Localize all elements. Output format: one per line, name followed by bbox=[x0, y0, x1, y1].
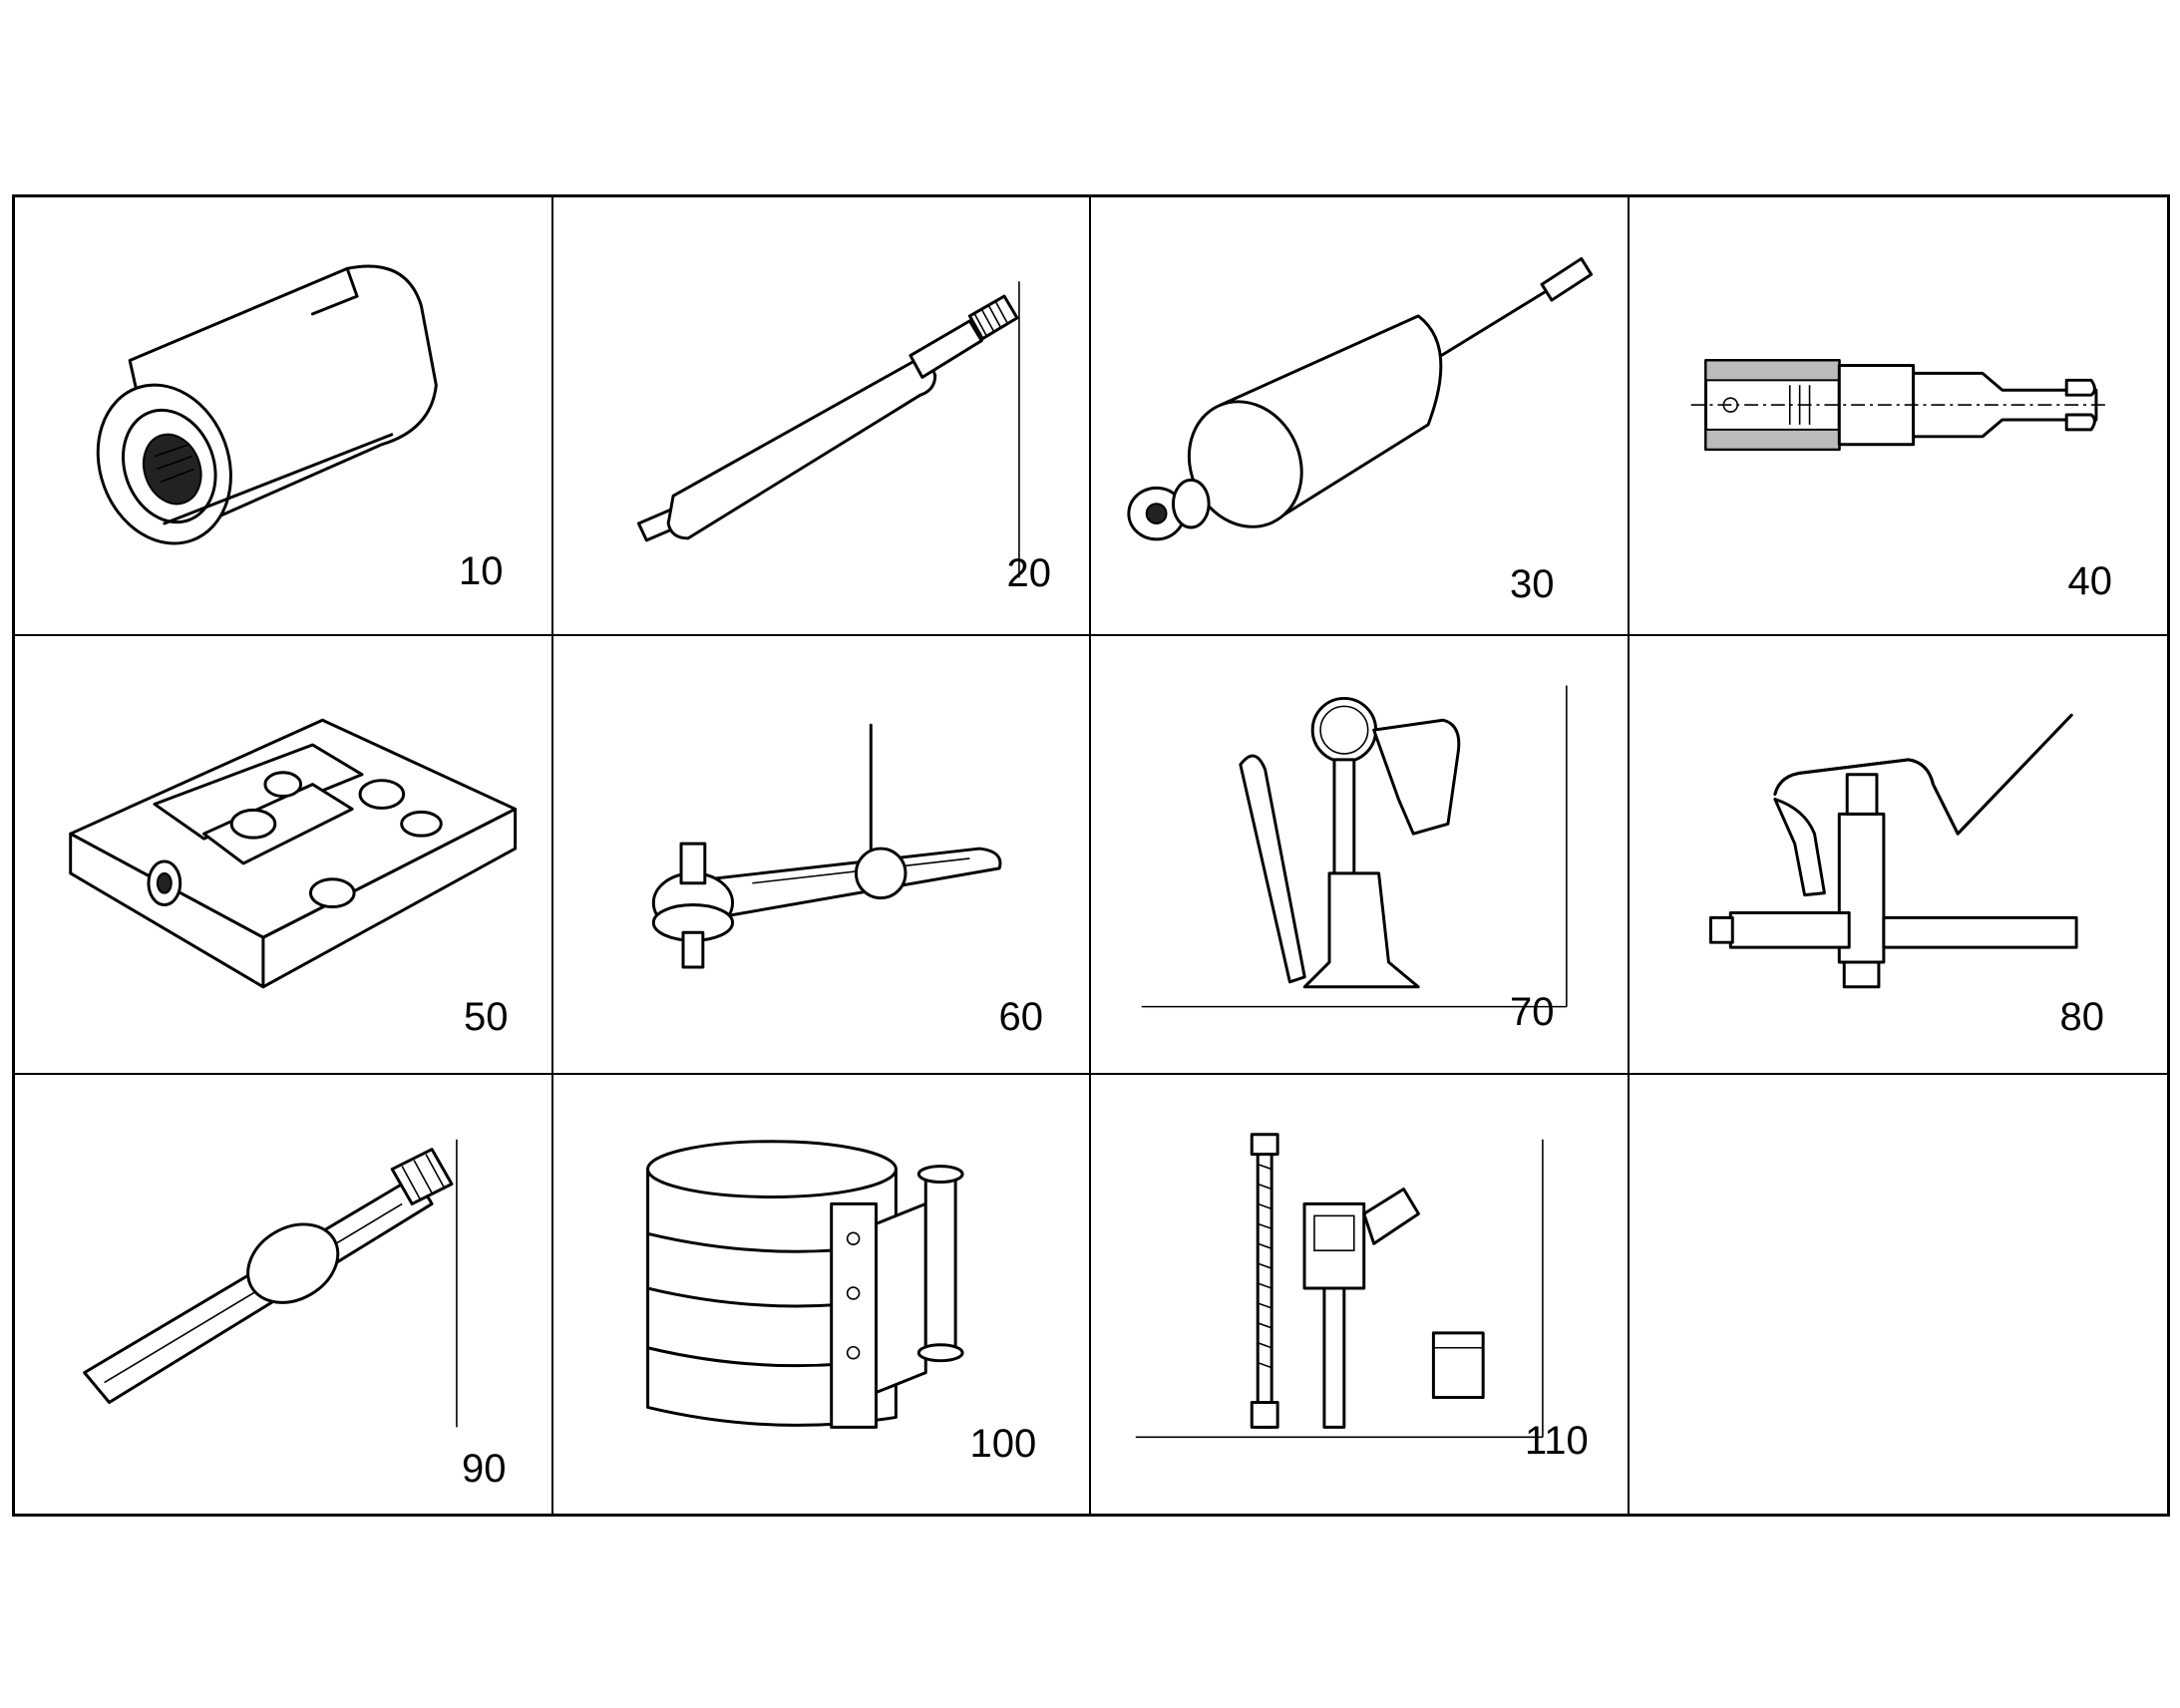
tool-number: 70 bbox=[1510, 990, 1555, 1034]
ratchet-wrench-icon bbox=[83, 1139, 458, 1428]
tool-cell-20: 20 bbox=[552, 197, 1091, 636]
tool-cell-70: 70 bbox=[1091, 636, 1630, 1075]
tool-number: 20 bbox=[1006, 551, 1052, 595]
slide-hammer-puller-icon bbox=[1127, 256, 1594, 541]
crank-lever-press-icon bbox=[1708, 713, 2078, 989]
tool-cell-10: 10 bbox=[15, 197, 553, 636]
tool-number: 80 bbox=[2059, 995, 2105, 1039]
tool-cell-50: 50 bbox=[15, 636, 553, 1075]
tool-cell-110: 110 bbox=[1091, 1075, 1630, 1514]
tool-number: 50 bbox=[464, 995, 509, 1039]
tool-number: 10 bbox=[459, 549, 504, 593]
tool-cell-100: 100 bbox=[553, 1075, 1091, 1514]
empty-cell bbox=[1630, 1075, 2168, 1514]
threaded-drift-pin-icon bbox=[636, 281, 1020, 578]
tool-cell-60: 60 bbox=[552, 636, 1091, 1075]
lever-puller-tool-icon bbox=[651, 723, 1001, 969]
gauge-hose-kit-icon bbox=[1135, 1133, 1544, 1439]
tool-cell-40: 40 bbox=[1629, 197, 2167, 636]
tool-number: 40 bbox=[2067, 559, 2113, 603]
injector-tester-pump-icon bbox=[1141, 685, 1568, 1008]
tool-cell-30: 30 bbox=[1091, 197, 1630, 636]
tool-number: 110 bbox=[1525, 1419, 1589, 1463]
tool-cell-90: 90 bbox=[15, 1075, 553, 1514]
tool-number: 60 bbox=[998, 995, 1044, 1039]
forked-socket-wrench-icon bbox=[1690, 359, 2106, 452]
tool-number: 90 bbox=[462, 1447, 507, 1491]
special-tools-grid: 10 20 30 bbox=[12, 194, 2170, 1517]
tool-number: 30 bbox=[1510, 562, 1555, 606]
clamping-fixture-block-icon bbox=[69, 718, 518, 989]
sleeve-socket-icon bbox=[96, 264, 438, 545]
piston-ring-compressor-icon bbox=[645, 1140, 964, 1429]
tool-cell-80: 80 bbox=[1629, 636, 2167, 1075]
tool-number: 100 bbox=[969, 1422, 1037, 1466]
